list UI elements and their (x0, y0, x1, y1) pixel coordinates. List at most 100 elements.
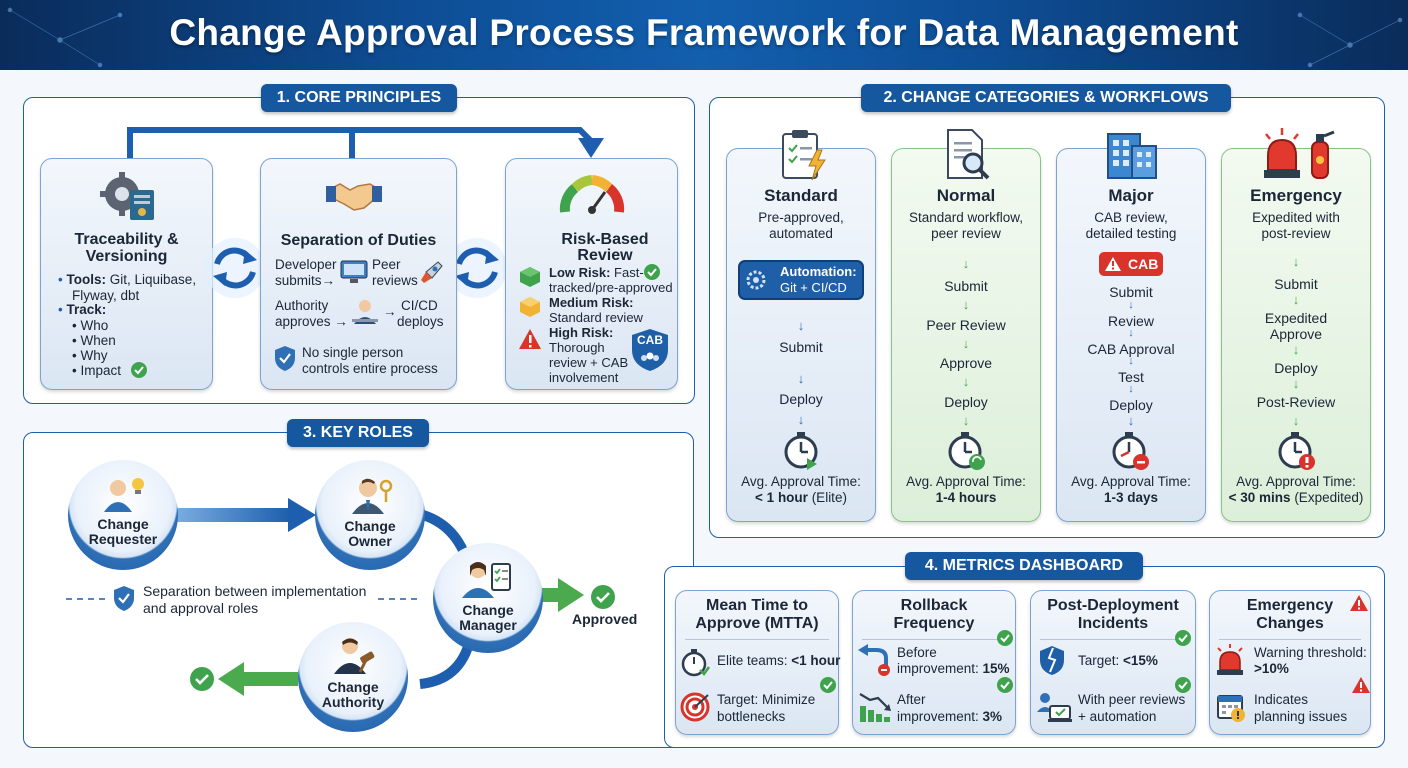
person-lightbulb-icon (104, 478, 144, 512)
gear-icon (746, 270, 766, 290)
standard-name: Standard (764, 186, 838, 205)
normal-desc-2: peer review (931, 226, 1001, 241)
major-desc-1: CAB review, (1094, 210, 1168, 225)
check-icon (997, 677, 1013, 693)
automation-badge (738, 260, 864, 300)
emergency-metric-row2b: planning issues (1254, 709, 1348, 724)
major-avg-label: Avg. Approval Time: (1071, 474, 1191, 489)
key-roles-header: 3. KEY ROLES (287, 419, 429, 447)
document-search-icon (947, 129, 990, 180)
normal-name: Normal (936, 186, 996, 205)
cycle-arrows-icon (205, 238, 265, 298)
mtta-row2a: Target: Minimize (717, 692, 816, 707)
owner-line1: Change (344, 518, 396, 534)
arrow-down-icon: ↓ (962, 374, 970, 389)
arrow-down-icon: ↓ (797, 412, 805, 427)
emergency-avg-time: < 30 mins (Expedited) (1228, 490, 1364, 505)
major-desc-2: detailed testing (1085, 226, 1177, 241)
role-change-requester (68, 460, 178, 570)
arrow-right-icon: → (383, 304, 397, 319)
emergency-metric-row1b: >10% (1254, 661, 1289, 676)
warning-icon (519, 329, 541, 349)
check-icon (997, 630, 1013, 646)
track-line: • Track: (58, 302, 107, 317)
tools-value-2: Flyway, dbt (72, 288, 140, 303)
authority-line1: Change (327, 679, 379, 695)
core-principles-header: 1. CORE PRINCIPLES (261, 84, 457, 112)
check-icon (1175, 630, 1191, 646)
warning-icon (1105, 257, 1121, 271)
risk-title-line2: Review (577, 247, 633, 264)
risk-title-line1: Risk-Based (561, 231, 649, 248)
track-item-impact: • Impact (72, 363, 121, 378)
post-title-1: Post-Deployment (1047, 597, 1179, 614)
normal-step-submit: Submit (944, 278, 988, 294)
reviews-label: reviews (372, 273, 418, 288)
authority-line2: Authority (321, 694, 385, 710)
emergency-desc-2: post-review (1261, 226, 1331, 241)
manager-line2: Manager (459, 617, 517, 633)
post-row1: Target: <15% (1078, 653, 1158, 668)
arrow-down-icon: ↓ (797, 318, 805, 333)
cab-badge-label: CAB (1128, 256, 1159, 272)
normal-step-approve: Approve (939, 355, 993, 371)
separation-note-line2: and approval roles (143, 600, 259, 616)
cicd-label: CI/CD (401, 298, 438, 313)
handshake-icon (326, 183, 382, 211)
approves-label: approves → (275, 314, 348, 329)
owner-line2: Owner (348, 533, 392, 549)
monitor-icon (340, 260, 368, 283)
high-risk-label: High Risk: (549, 325, 614, 340)
rollback-title-1: Rollback (900, 597, 968, 614)
title-banner: Change Approval Process Framework for Da… (0, 0, 1408, 70)
high-risk-value3: involvement (549, 370, 619, 385)
rocket-icon (421, 261, 443, 283)
low-risk-cube-icon (520, 267, 540, 287)
arrow-down-icon: ↓ (962, 297, 970, 312)
cab-badge-text: CAB (637, 333, 663, 347)
gauge-icon (559, 175, 625, 214)
shield-check-icon (114, 586, 134, 611)
emergency-step-deploy: Deploy (1274, 360, 1318, 376)
authority-label: Authority (275, 298, 329, 313)
low-risk-line: Low Risk: Fast- (549, 265, 644, 280)
emergency-step-submit: Submit (1274, 276, 1318, 292)
metric-card-rollback (852, 590, 1016, 735)
divider (1040, 639, 1186, 640)
major-step-review: Review (1108, 313, 1154, 329)
requester-line2: Requester (88, 531, 158, 547)
arrow-down-icon: ↓ (1128, 299, 1134, 311)
calendar-warning-icon (1217, 695, 1245, 722)
page-title: Change Approval Process Framework for Da… (169, 12, 1239, 53)
emergency-step-approve: Approve (1269, 326, 1323, 342)
shield-check-icon (275, 346, 295, 371)
major-step-submit: Submit (1109, 284, 1153, 300)
normal-avg-time: 1-4 hours (935, 490, 997, 505)
controls-entire-process: controls entire process (302, 361, 438, 376)
standard-avg-label: Avg. Approval Time: (741, 474, 861, 489)
standard-desc-1: Pre-approved, (758, 210, 844, 225)
arrow-down-icon: ↓ (1128, 355, 1134, 367)
people-laptop-icon (1037, 693, 1072, 722)
requester-line1: Change (97, 516, 149, 532)
approved-label: Approved (572, 611, 638, 627)
deploys-label: deploys (397, 314, 444, 329)
major-step-test: Test (1118, 369, 1144, 385)
arrow-down-icon: ↓ (1292, 413, 1300, 428)
track-item-when: • When (72, 333, 116, 348)
person-key-icon (352, 478, 393, 514)
peer-label: Peer (372, 257, 401, 272)
arrow-down-icon: ↓ (1127, 413, 1135, 428)
emergency-metric-title-1: Emergency (1246, 597, 1334, 614)
major-step-deploy: Deploy (1109, 397, 1153, 413)
tools-label: Tools: (66, 272, 107, 287)
post-row2a: With peer reviews (1078, 692, 1186, 707)
clipboard-lightning-icon (782, 130, 826, 181)
standard-step-submit: Submit (779, 339, 823, 355)
developer-label: Developer (275, 257, 337, 272)
track-item-why: • Why (72, 348, 108, 363)
person-desk-icon (352, 300, 378, 324)
automation-title: Automation: (780, 264, 857, 279)
arrow-down-icon: ↓ (1128, 327, 1134, 339)
